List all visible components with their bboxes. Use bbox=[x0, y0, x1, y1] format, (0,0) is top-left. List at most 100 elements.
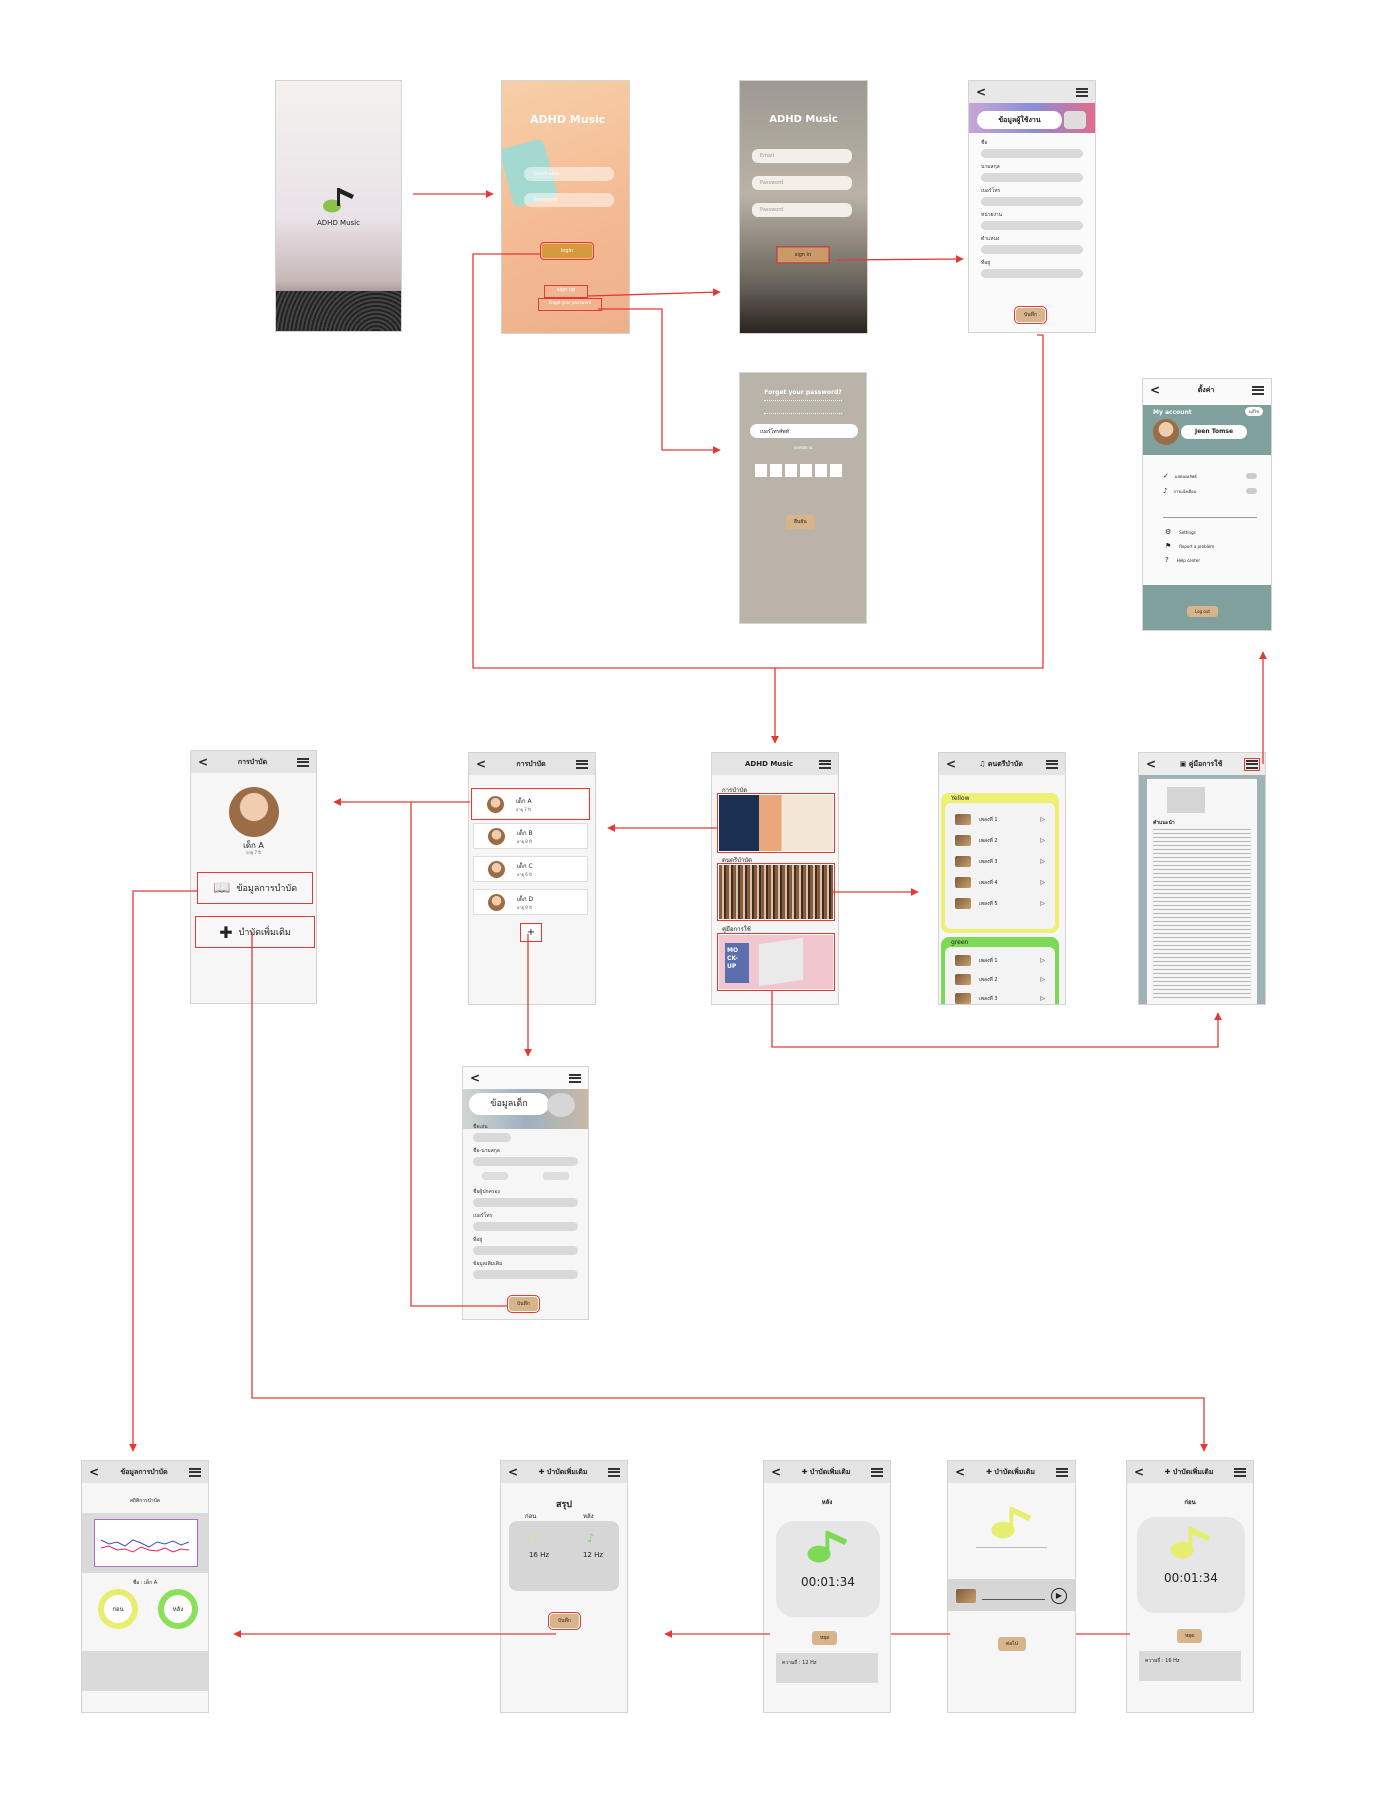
back-icon[interactable]: < bbox=[476, 757, 487, 771]
child-sub: อายุ 6 ปี bbox=[517, 871, 532, 877]
age-selects[interactable] bbox=[465, 1172, 586, 1180]
field-input[interactable] bbox=[473, 1222, 578, 1231]
track-item[interactable]: เพลงที่ 1▷ bbox=[945, 951, 1055, 970]
field-input[interactable] bbox=[473, 1246, 578, 1255]
play-icon[interactable]: ▷ bbox=[1040, 900, 1045, 907]
back-icon[interactable]: < bbox=[1146, 757, 1157, 771]
forgot-password-link[interactable]: forget your password bbox=[538, 298, 602, 311]
field-input[interactable] bbox=[473, 1133, 511, 1142]
signin-button[interactable]: sign in bbox=[776, 246, 830, 264]
back-icon[interactable]: < bbox=[470, 1071, 481, 1085]
play-icon[interactable]: ▷ bbox=[1040, 976, 1045, 983]
logout-button[interactable]: Log out bbox=[1187, 606, 1218, 617]
track-item[interactable]: เพลงที่ 4▷ bbox=[945, 872, 1055, 893]
menu-icon[interactable] bbox=[296, 757, 309, 767]
track-item[interactable]: เพลงที่ 1▷ bbox=[945, 809, 1055, 830]
back-icon[interactable]: < bbox=[89, 1465, 100, 1479]
username-input[interactable]: Username bbox=[524, 167, 614, 181]
back-icon[interactable]: < bbox=[1150, 383, 1161, 397]
play-icon[interactable]: ▷ bbox=[1040, 957, 1045, 964]
email-input[interactable]: Email bbox=[752, 149, 852, 163]
back-icon[interactable]: < bbox=[976, 85, 987, 99]
toggle-switch[interactable] bbox=[1246, 488, 1257, 494]
menu-icon[interactable] bbox=[1243, 757, 1260, 771]
toggle-switch[interactable] bbox=[1246, 473, 1257, 479]
track-thumbnail bbox=[955, 955, 971, 966]
field-input[interactable] bbox=[981, 173, 1083, 182]
field-input[interactable] bbox=[473, 1270, 578, 1279]
add-child-button[interactable]: + bbox=[520, 923, 542, 942]
play-icon[interactable]: ▷ bbox=[1040, 879, 1045, 886]
back-icon[interactable]: < bbox=[771, 1465, 782, 1479]
track-item[interactable]: เพลงที่ 2▷ bbox=[945, 830, 1055, 851]
play-icon[interactable]: ▷ bbox=[1040, 837, 1045, 844]
menu-icon[interactable] bbox=[189, 1467, 201, 1477]
menu-icon[interactable] bbox=[1055, 1467, 1068, 1477]
edit-button[interactable]: แก้ไข bbox=[1245, 407, 1263, 416]
menu-icon[interactable] bbox=[1251, 385, 1264, 395]
yellow-note-icon bbox=[991, 1506, 1032, 1539]
track-item[interactable]: เพลงที่ 3▷ bbox=[945, 851, 1055, 872]
home-screen: ADHD Music การบำบัด ดนตรีบำบัด คู่มือการ… bbox=[711, 752, 839, 1005]
help-item[interactable]: ?Help center bbox=[1165, 556, 1200, 564]
menu-icon[interactable] bbox=[575, 759, 588, 769]
manual-title: ▣ คู่มือการใช้ bbox=[1180, 759, 1223, 770]
password-input[interactable]: Password bbox=[524, 193, 614, 207]
play-icon[interactable]: ▷ bbox=[1040, 995, 1045, 1002]
back-icon[interactable]: < bbox=[508, 1465, 519, 1479]
login-button[interactable]: login bbox=[540, 242, 594, 260]
menu-icon[interactable] bbox=[870, 1467, 883, 1477]
field-input[interactable] bbox=[981, 197, 1083, 206]
line-chart bbox=[82, 1513, 208, 1573]
field-input[interactable] bbox=[473, 1198, 578, 1207]
notify-toggle-row[interactable]: ♪การแจ้งเตือน bbox=[1163, 487, 1257, 495]
confirm-password-input[interactable]: Password bbox=[752, 203, 852, 217]
phone-input[interactable]: เบอร์โทรศัพท์ bbox=[750, 424, 858, 438]
next-button[interactable]: ต่อไป bbox=[998, 1637, 1026, 1651]
progress-bar[interactable] bbox=[982, 1599, 1045, 1600]
back-icon[interactable]: < bbox=[1134, 1465, 1145, 1479]
back-icon[interactable]: < bbox=[198, 755, 209, 769]
track-item[interactable]: เพลงที่ 2▷ bbox=[945, 970, 1055, 989]
settings-item[interactable]: ⚙Settings bbox=[1165, 528, 1196, 536]
menu-icon[interactable] bbox=[1046, 759, 1058, 769]
menu-icon[interactable] bbox=[1233, 1467, 1246, 1477]
menu-icon[interactable] bbox=[607, 1467, 620, 1477]
track-item[interactable]: เพลงที่ 3▷ bbox=[945, 989, 1055, 1004]
back-icon[interactable]: < bbox=[955, 1465, 966, 1479]
signup-link[interactable]: sign up bbox=[544, 285, 588, 298]
password-input[interactable]: Password bbox=[752, 176, 852, 190]
back-icon[interactable]: < bbox=[946, 757, 957, 771]
field-input[interactable] bbox=[981, 269, 1083, 278]
play-icon[interactable]: ▷ bbox=[1040, 858, 1045, 865]
send-code-link[interactable]: ส่งรหัสผ่าน bbox=[793, 445, 813, 450]
field-input[interactable] bbox=[981, 245, 1083, 254]
play-circle-icon[interactable]: ▶ bbox=[1051, 1588, 1067, 1604]
confirm-button[interactable]: ยืนยัน bbox=[786, 515, 815, 529]
field-input[interactable] bbox=[473, 1157, 578, 1166]
otp-boxes[interactable] bbox=[755, 464, 842, 477]
save-button[interactable]: บันทึก bbox=[548, 1612, 581, 1630]
therapy-info-button[interactable]: 📖ข้อมูลการบำบัด bbox=[197, 872, 313, 904]
track-item[interactable]: เพลงที่ 5▷ bbox=[945, 893, 1055, 914]
field-input[interactable] bbox=[981, 221, 1083, 230]
menu-icon[interactable] bbox=[1076, 87, 1088, 97]
play-icon[interactable]: ▷ bbox=[1040, 816, 1045, 823]
menu-icon[interactable] bbox=[569, 1073, 581, 1083]
add-therapy-button[interactable]: ✚บำบัดเพิ่มเติม bbox=[195, 916, 315, 948]
music-card[interactable] bbox=[717, 863, 835, 921]
save-button[interactable]: บันทึก bbox=[507, 1295, 540, 1313]
field-input[interactable] bbox=[981, 149, 1083, 158]
manual-card[interactable]: MO CK- UP bbox=[717, 933, 835, 991]
results-toggle-row[interactable]: ✓แสดงผลลัพธ์ bbox=[1163, 472, 1257, 480]
menu-icon[interactable] bbox=[819, 759, 831, 769]
stop-button[interactable]: หยุด bbox=[812, 1631, 838, 1645]
stop-button[interactable]: หยุด bbox=[1177, 1629, 1203, 1643]
therapy-card[interactable] bbox=[717, 793, 835, 853]
save-button[interactable]: บันทึก bbox=[1014, 306, 1047, 324]
report-item[interactable]: ⚑Report a problem bbox=[1165, 542, 1214, 550]
